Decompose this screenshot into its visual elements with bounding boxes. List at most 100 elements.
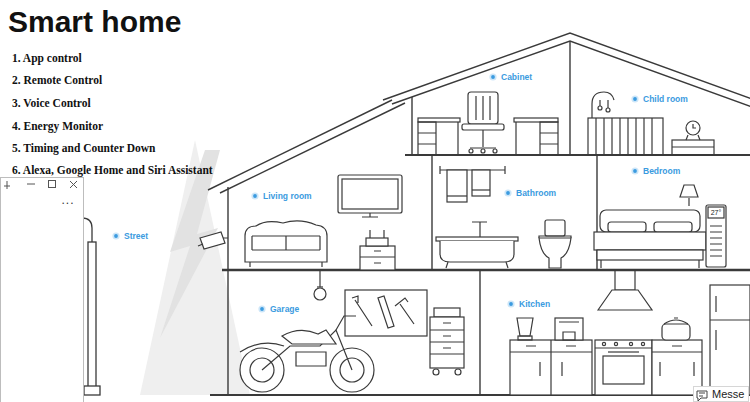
living-room-furniture <box>198 238 228 246</box>
kitchen-items <box>629 342 632 345</box>
feature-item: 4. Energy Monitor <box>12 118 103 134</box>
bedroom-furniture <box>608 222 646 232</box>
room-markers <box>507 300 514 307</box>
bedroom-furniture <box>594 232 706 250</box>
bathroom-furniture <box>447 170 467 202</box>
room-markers <box>489 73 496 80</box>
cabinet-furniture <box>470 130 496 148</box>
kitchen-items <box>517 318 533 336</box>
app-window <box>27 184 35 185</box>
message-icon <box>697 391 707 401</box>
room-markers <box>258 305 265 312</box>
room-markers <box>633 169 637 173</box>
cabinet-furniture <box>462 124 504 130</box>
living-room-furniture <box>200 232 225 249</box>
garage-items <box>240 270 464 392</box>
app-window <box>70 181 77 188</box>
kitchen-items <box>602 342 605 345</box>
child-room-furniture <box>672 140 714 155</box>
feature-item: 6. Alexa, Google Home and Siri Assistant <box>12 162 213 178</box>
living-room-furniture <box>338 175 402 213</box>
kitchen-items <box>652 346 702 376</box>
garage-items <box>262 330 352 370</box>
bathroom-furniture <box>539 238 571 268</box>
room-label: Living room <box>263 190 312 202</box>
room-label: Child room <box>643 93 688 105</box>
room-label: Cabinet <box>501 71 532 83</box>
bathroom-furniture <box>446 262 508 268</box>
bedroom-furniture <box>601 260 699 268</box>
thermostat-reading: 27° <box>711 208 722 217</box>
bedroom-furniture <box>654 222 692 232</box>
house-outline <box>208 33 750 395</box>
app-window <box>1 178 84 402</box>
feature-item: 5. Timing and Counter Down <box>12 140 155 156</box>
kitchen-items <box>710 285 750 395</box>
cabinet-furniture <box>540 122 558 155</box>
bathroom-furniture <box>472 189 490 190</box>
kitchen-items <box>595 347 652 348</box>
app-window <box>4 181 10 189</box>
bedroom-furniture <box>706 205 726 267</box>
living-room-furniture <box>252 236 320 250</box>
garage-items <box>240 316 356 352</box>
room-markers <box>631 95 638 102</box>
garage-items <box>430 317 464 368</box>
room-label: Street <box>124 230 148 242</box>
child-room-furniture <box>596 118 652 155</box>
garage-items <box>395 298 414 324</box>
house-outline <box>222 269 750 272</box>
kitchen-items <box>608 351 639 352</box>
bedroom-furniture <box>600 210 700 232</box>
garage-items <box>282 330 336 344</box>
street-lamp <box>84 386 100 395</box>
garage-items <box>433 369 439 375</box>
living-room-furniture <box>198 175 402 270</box>
house-outline <box>411 97 412 155</box>
bedroom-furniture <box>710 226 722 256</box>
cabinet-furniture <box>476 96 490 120</box>
garage-items <box>317 286 323 287</box>
bathroom-furniture <box>545 220 565 236</box>
child-room-furniture <box>672 146 714 147</box>
feature-item: 3. Voice Control <box>12 95 91 111</box>
kitchen-items <box>664 318 688 324</box>
living-room-furniture <box>366 238 388 246</box>
room-label: Kitchen <box>519 298 550 310</box>
kitchen-items <box>518 336 532 340</box>
room-markers <box>506 191 510 195</box>
room-markers <box>504 189 511 196</box>
room-markers <box>114 234 118 238</box>
room-markers <box>260 307 264 311</box>
bathroom-furniture <box>447 195 467 196</box>
page-title: Smart home <box>8 4 181 40</box>
living-room-furniture <box>342 179 398 209</box>
bedroom-furniture <box>597 250 703 260</box>
app-window <box>1 178 84 402</box>
living-room-furniture <box>245 221 327 262</box>
house-outline <box>227 187 228 395</box>
bathroom-furniture <box>472 222 487 237</box>
living-room-furniture <box>360 251 395 263</box>
kitchen-items <box>710 296 750 350</box>
room-label: Bathroom <box>516 187 556 199</box>
kitchen-items <box>510 340 592 395</box>
room-markers <box>251 192 258 199</box>
bedroom-furniture <box>688 198 689 206</box>
kitchen-items <box>595 340 652 395</box>
menu-dots: ... <box>61 194 74 206</box>
feature-item: 2. Remote Control <box>12 72 102 88</box>
garage-items <box>430 323 464 354</box>
cabinet-furniture <box>468 92 498 124</box>
living-room-furniture <box>250 262 322 267</box>
cabinet-furniture <box>469 149 473 153</box>
house-outline <box>383 33 750 100</box>
feature-item: 1. App control <box>12 50 82 66</box>
bathroom-furniture <box>436 237 518 241</box>
kitchen-items <box>510 270 750 395</box>
cabinet-furniture <box>493 149 497 153</box>
kitchen-items <box>598 290 652 310</box>
message-button: Messe <box>693 386 749 402</box>
bedroom-furniture <box>680 185 698 197</box>
